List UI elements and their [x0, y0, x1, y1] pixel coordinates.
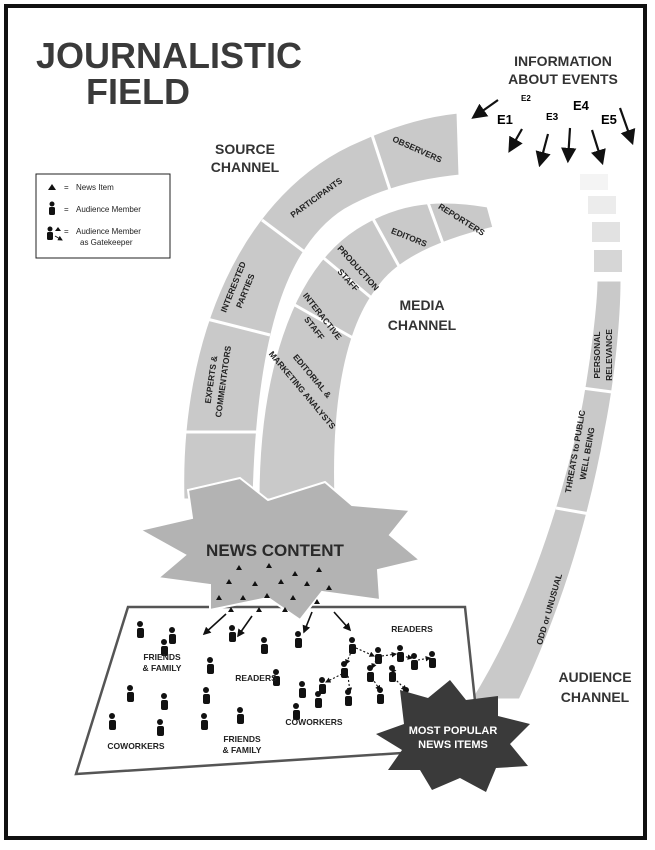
audience-members: [109, 621, 322, 736]
event-label-4: E4: [573, 98, 590, 113]
audience-channel-band: [467, 278, 624, 702]
event-arrow-5: [590, 129, 606, 166]
event-label-1: E1: [497, 112, 513, 127]
most-popular-line-2: NEWS ITEMS: [418, 739, 488, 751]
media-channel-dividers: [285, 196, 448, 344]
source-channel-label-line-1: SOURCE: [215, 141, 275, 157]
source-channel-band: [181, 110, 462, 502]
audience-channel-label-line-2: CHANNEL: [561, 689, 630, 705]
legend-gatekeeper-line-2: as Gatekeeper: [80, 238, 133, 247]
title-line-2: FIELD: [86, 71, 190, 112]
most-popular-star: [376, 680, 530, 792]
audience-channel-dividers: [555, 386, 613, 516]
event-label-2: E2: [521, 94, 531, 103]
event-arrow-3: [535, 133, 551, 168]
news-items: [216, 563, 332, 612]
media-channel-band: [256, 200, 496, 502]
legend-dash-1: =: [64, 183, 69, 192]
group-readers-center: READERS: [235, 673, 277, 683]
media-channel-label-line-1: MEDIA: [399, 297, 444, 313]
audience-segment-personal-line-2: RELEVANCE: [604, 329, 614, 381]
content-flow-arrows: [202, 611, 352, 638]
news-content-label: NEWS CONTENT: [206, 541, 345, 560]
group-friends-family-left-line-2: & FAMILY: [143, 663, 182, 673]
news-item-icon: [48, 184, 56, 190]
group-readers-right: READERS: [391, 624, 433, 634]
most-popular-line-1: MOST POPULAR: [409, 725, 498, 737]
legend-dash-3: =: [64, 227, 69, 236]
legend-box: [35, 173, 171, 259]
legend: = News Item = Audience Member = Audience…: [35, 173, 171, 259]
legend-audience-member: Audience Member: [76, 205, 141, 214]
audience-member-icon: [49, 201, 55, 215]
group-coworkers-left: COWORKERS: [107, 741, 164, 751]
event-arrow-2: [508, 128, 523, 153]
group-friends-family-bottom-line-2: & FAMILY: [223, 745, 262, 755]
legend-gatekeeper-line-1: Audience Member: [76, 227, 141, 236]
audience-channel-fade: [580, 174, 622, 272]
news-content-star: [137, 476, 423, 622]
source-channel-label-line-2: CHANNEL: [211, 159, 280, 175]
source-channel-dividers: [182, 134, 394, 434]
event-label-5: E5: [601, 112, 617, 127]
group-friends-family-left-line-1: FRIENDS: [143, 652, 181, 662]
legend-dash-2: =: [64, 205, 69, 214]
gatekeeper-icon: [47, 226, 63, 241]
media-channel-label-line-2: CHANNEL: [388, 317, 457, 333]
group-coworkers-center: COWORKERS: [285, 717, 342, 727]
event-arrow-1: [471, 99, 499, 119]
event-arrow-4: [561, 127, 577, 164]
event-label-3: E3: [546, 112, 559, 123]
group-friends-family-bottom-line-1: FRIENDS: [223, 734, 261, 744]
information-label-line-1: INFORMATION: [514, 53, 612, 69]
audience-segment-personal-line-1: PERSONAL: [592, 331, 602, 378]
gatekeeper-network: [319, 637, 436, 706]
audience-channel-label-line-1: AUDIENCE: [558, 669, 631, 685]
title-line-1: JOURNALISTIC: [36, 35, 302, 76]
legend-news-item: News Item: [76, 183, 114, 192]
event-arrow-6: [618, 107, 636, 146]
information-label-line-2: ABOUT EVENTS: [508, 71, 618, 87]
